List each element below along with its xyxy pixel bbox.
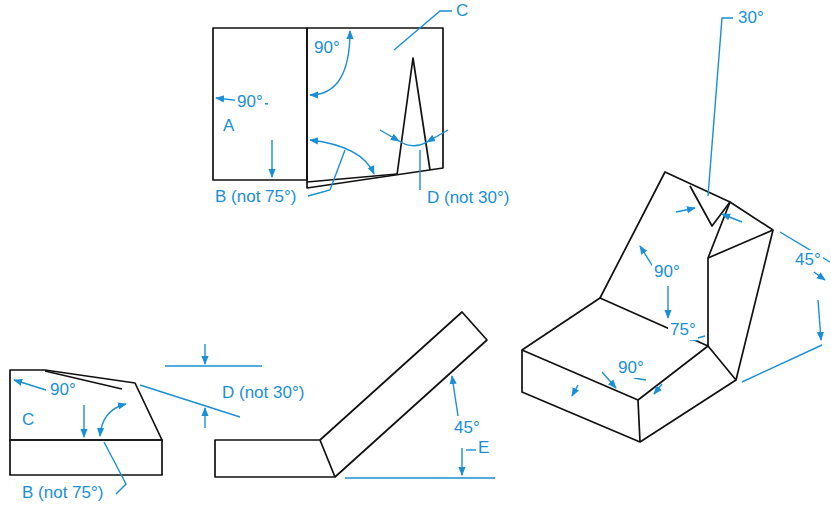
angle-label: B (not 75°) bbox=[20, 483, 105, 503]
object-outlines bbox=[10, 28, 773, 477]
drawing-line bbox=[722, 214, 742, 222]
drawing-line bbox=[204, 344, 205, 364]
drawing-line bbox=[310, 31, 350, 95]
drawing-line bbox=[104, 442, 126, 494]
drawing-line bbox=[215, 440, 335, 477]
drawing-line bbox=[397, 58, 430, 175]
drawing-line bbox=[271, 140, 272, 177]
view-letter: A bbox=[221, 116, 236, 136]
drawing-line bbox=[399, 141, 427, 146]
angle-label: 90° bbox=[616, 358, 646, 378]
drawing-line bbox=[10, 440, 162, 475]
drawing-line bbox=[204, 408, 205, 428]
angle-label: 75° bbox=[668, 320, 698, 340]
drawing-line bbox=[380, 130, 399, 141]
drawing-line bbox=[308, 150, 345, 196]
drawing-line bbox=[427, 130, 448, 142]
drawing-line bbox=[307, 174, 397, 182]
angle-label: 90° bbox=[48, 380, 78, 400]
drawing-line bbox=[690, 186, 730, 226]
angle-label: 30° bbox=[736, 8, 766, 28]
drawing-line bbox=[572, 385, 578, 396]
drawing-line bbox=[461, 448, 462, 475]
drawing-line bbox=[14, 380, 46, 390]
drawing-line bbox=[708, 202, 773, 380]
drawing-line bbox=[634, 378, 646, 380]
angle-label: 90° bbox=[312, 38, 342, 58]
angle-label: 90° bbox=[235, 92, 265, 112]
dimension-lines bbox=[14, 11, 830, 494]
drawing-line bbox=[452, 376, 458, 416]
drawing-line bbox=[100, 404, 126, 436]
angle-label: 90° bbox=[652, 262, 682, 282]
drawing-line bbox=[419, 150, 420, 190]
drawing-line bbox=[600, 172, 730, 346]
drawing-line bbox=[165, 365, 262, 366]
drawing-line bbox=[10, 370, 162, 440]
drawing-line bbox=[818, 300, 821, 340]
angle-label: 45° bbox=[452, 418, 482, 438]
drawing-line bbox=[638, 400, 640, 442]
drawing-line bbox=[466, 449, 476, 450]
angle-label: 45° bbox=[793, 250, 823, 270]
view-letter: C bbox=[20, 410, 36, 430]
drawing-line bbox=[814, 272, 825, 280]
drawing-line bbox=[667, 286, 668, 318]
drawing-line bbox=[676, 208, 695, 212]
drawing-line bbox=[708, 230, 773, 258]
drawing-line bbox=[742, 345, 822, 382]
view-letter: C bbox=[454, 1, 470, 21]
drawing-line bbox=[602, 372, 616, 388]
drawing-line bbox=[345, 477, 495, 478]
drawing-line bbox=[522, 298, 708, 400]
angle-label: B (not 75°) bbox=[213, 187, 298, 207]
drawing-line bbox=[394, 11, 452, 50]
drawing-line bbox=[708, 18, 733, 196]
drawing-line bbox=[320, 312, 487, 477]
drawing-line bbox=[83, 405, 84, 437]
view-letter: E bbox=[476, 438, 491, 458]
drawing-line bbox=[522, 350, 736, 442]
drawing-line bbox=[654, 384, 662, 394]
drawing-line bbox=[307, 28, 443, 188]
angle-label: D (not 30°) bbox=[220, 383, 306, 403]
drawing-line bbox=[213, 28, 307, 180]
angle-label: D (not 30°) bbox=[425, 188, 511, 208]
